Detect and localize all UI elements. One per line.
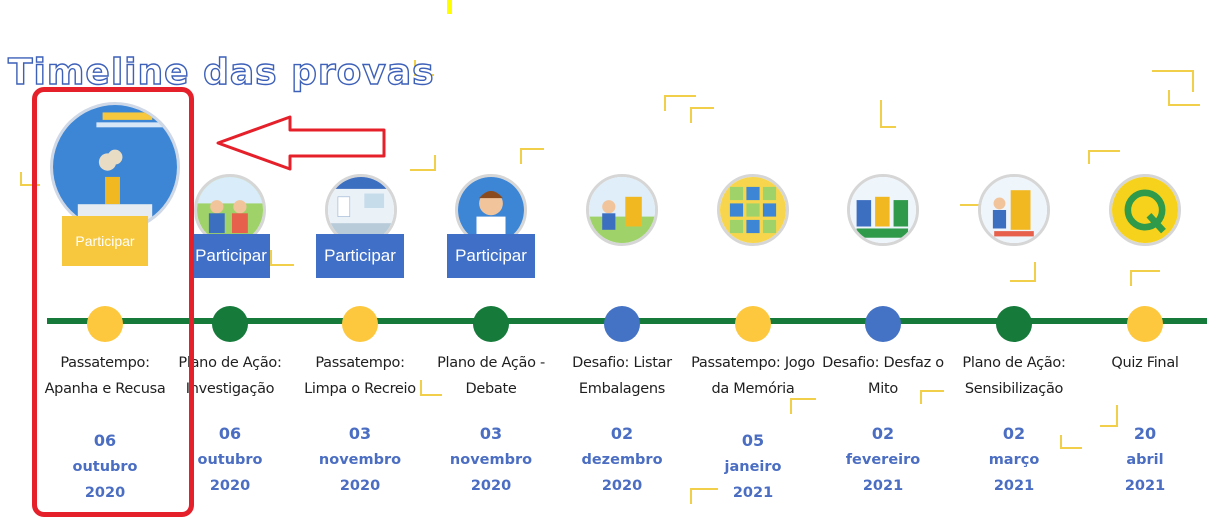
decoration-bracket — [1010, 262, 1036, 282]
timeline-dot-yellow — [1127, 306, 1163, 342]
event-year: 2020 — [470, 478, 512, 494]
event-date: 06 outubro 2020 — [40, 428, 170, 506]
event-year: 2021 — [862, 478, 904, 494]
event-title: Plano de Ação - Debate — [437, 355, 545, 397]
event-month: abril — [1126, 452, 1164, 468]
event-date: 02 fevereiro 2021 — [818, 421, 948, 499]
timeline-dot-yellow — [735, 306, 771, 342]
event-month: dezembro — [581, 452, 663, 468]
decoration-bracket — [664, 95, 696, 111]
event-title: Desafio: Desfaz o Mito — [822, 355, 944, 397]
decoration-bracket — [410, 155, 436, 171]
highlight-box — [32, 87, 194, 517]
decoration-bracket — [1088, 150, 1120, 164]
page-title: Timeline das provas — [7, 51, 435, 93]
event-title: Passatempo: Apanha e Recusa — [44, 355, 166, 397]
event-date: 03 novembro 2020 — [426, 421, 556, 499]
event-day: 02 — [1002, 424, 1026, 443]
decoration-bracket — [414, 60, 434, 76]
event-day: 05 — [741, 431, 765, 450]
decoration-bracket — [270, 250, 294, 266]
event-year: 2020 — [601, 478, 643, 494]
event-month: março — [988, 452, 1040, 468]
decoration-bracket — [1100, 405, 1118, 427]
event-date: 02 março 2021 — [949, 421, 1079, 499]
event-day: 06 — [218, 424, 242, 443]
decoration-bracket — [1168, 90, 1200, 106]
timeline-dot-green — [996, 306, 1032, 342]
left-arrow-icon — [216, 115, 386, 171]
event-year: 2020 — [209, 478, 251, 494]
event-year: 2021 — [993, 478, 1035, 494]
event-title: Plano de Ação: Investigação — [178, 355, 282, 397]
decoration-bracket — [690, 107, 714, 123]
timeline-dot-yellow — [342, 306, 378, 342]
participate-button[interactable]: Participar — [192, 234, 270, 278]
event-month: outubro — [72, 459, 138, 475]
recycling-bin-image[interactable] — [586, 174, 658, 246]
event-year: 2020 — [84, 485, 126, 501]
event-title: Quiz Final — [1111, 355, 1179, 371]
event-month: janeiro — [724, 459, 782, 475]
decoration-bracket — [1060, 435, 1082, 449]
timeline-dot-green — [212, 306, 248, 342]
decoration-bracket — [920, 390, 944, 404]
event-month: novembro — [449, 452, 533, 468]
decoration-bracket — [520, 148, 544, 164]
participate-button[interactable]: Participar — [316, 234, 404, 278]
event-day: 20 — [1133, 424, 1157, 443]
event-title: Plano de Ação: Sensibilização — [962, 355, 1066, 397]
quiz-q-icon[interactable] — [1109, 174, 1181, 246]
event-date: 03 novembro 2020 — [295, 421, 425, 499]
decoration-bracket — [1152, 70, 1194, 92]
decoration-bracket — [1130, 270, 1160, 286]
kids-recycling-image[interactable] — [978, 174, 1050, 246]
decoration-bracket — [790, 398, 816, 414]
event-year: 2020 — [339, 478, 381, 494]
timeline-dot-yellow — [87, 306, 123, 342]
event-title: Passatempo: Limpa o Recreio — [304, 355, 416, 397]
event-title: Desafio: Listar Embalagens — [572, 355, 672, 397]
event-date: 05 janeiro 2021 — [688, 428, 818, 506]
event-month: outubro — [197, 452, 263, 468]
timeline-dot-blue — [865, 306, 901, 342]
event-day: 03 — [479, 424, 503, 443]
event-date: 06 outubro 2020 — [165, 421, 295, 499]
participate-button[interactable]: Participar — [62, 216, 148, 266]
event-year: 2021 — [1124, 478, 1166, 494]
event-year: 2021 — [732, 485, 774, 501]
event-day: 06 — [93, 431, 117, 450]
timeline-dot-blue — [604, 306, 640, 342]
bins-image[interactable] — [847, 174, 919, 246]
decoration-bracket — [20, 172, 40, 186]
event-day: 03 — [348, 424, 372, 443]
event-date: 02 dezembro 2020 — [557, 421, 687, 499]
participate-button[interactable]: Participar — [447, 234, 535, 278]
decoration-bracket — [690, 488, 718, 504]
decoration-bar — [447, 0, 452, 14]
timeline-dot-green — [473, 306, 509, 342]
event-month: fevereiro — [845, 452, 921, 468]
memory-game-image[interactable] — [717, 174, 789, 246]
decoration-bracket — [880, 100, 896, 128]
event-date: 20 abril 2021 — [1080, 421, 1210, 499]
event-day: 02 — [610, 424, 634, 443]
decoration-bracket — [420, 380, 442, 396]
event-month: novembro — [318, 452, 402, 468]
event-title: Passatempo: Jogo da Memória — [691, 355, 815, 397]
event-day: 02 — [871, 424, 895, 443]
